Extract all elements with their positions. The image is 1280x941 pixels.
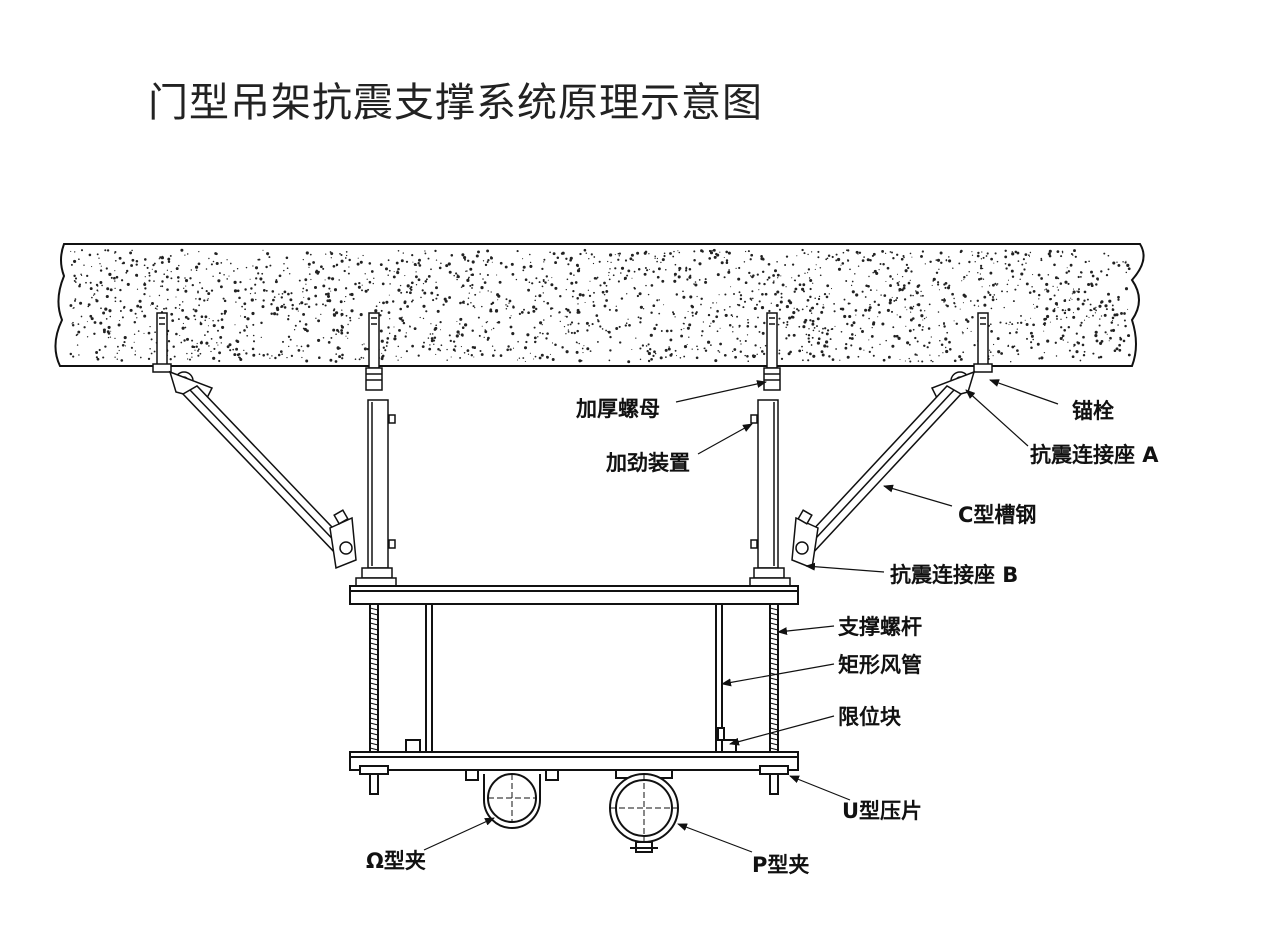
top-cross-beam <box>349 585 799 605</box>
leader-lines <box>423 379 1059 853</box>
label-support-rod: 支撑螺杆 <box>838 615 922 639</box>
left-diagonal-brace <box>168 370 357 570</box>
rectangular-duct <box>405 603 737 753</box>
bottom-cross-beam <box>349 751 799 775</box>
label-thick-nut: 加厚螺母 <box>575 397 660 421</box>
label-anchor-bolt: 锚栓 <box>1072 399 1114 423</box>
label-seismic-seat-b: 抗震连接座 B <box>890 563 1018 587</box>
label-u-clamp-plate: U型压片 <box>842 799 922 823</box>
label-c-channel: C型槽钢 <box>958 503 1036 527</box>
omega-clamp <box>465 769 559 829</box>
p-clamp <box>609 769 679 853</box>
label-omega-clamp: Ω型夹 <box>366 849 426 873</box>
label-stiffener: 加劲装置 <box>605 451 690 475</box>
concrete-speckles <box>69 248 1131 364</box>
support-threaded-rods <box>369 603 779 795</box>
label-seismic-seat-a: 抗震连接座 A <box>1030 443 1159 467</box>
label-p-clamp: P型夹 <box>752 853 809 877</box>
anchor-bolts <box>152 312 993 373</box>
left-vertical-hanger <box>355 367 397 587</box>
right-vertical-hanger <box>749 367 791 587</box>
label-limit-block: 限位块 <box>838 705 902 729</box>
right-diagonal-brace <box>791 370 976 570</box>
label-rect-duct: 矩形风管 <box>838 653 922 677</box>
page-title: 门型吊架抗震支撑系统原理示意图 <box>148 80 763 126</box>
